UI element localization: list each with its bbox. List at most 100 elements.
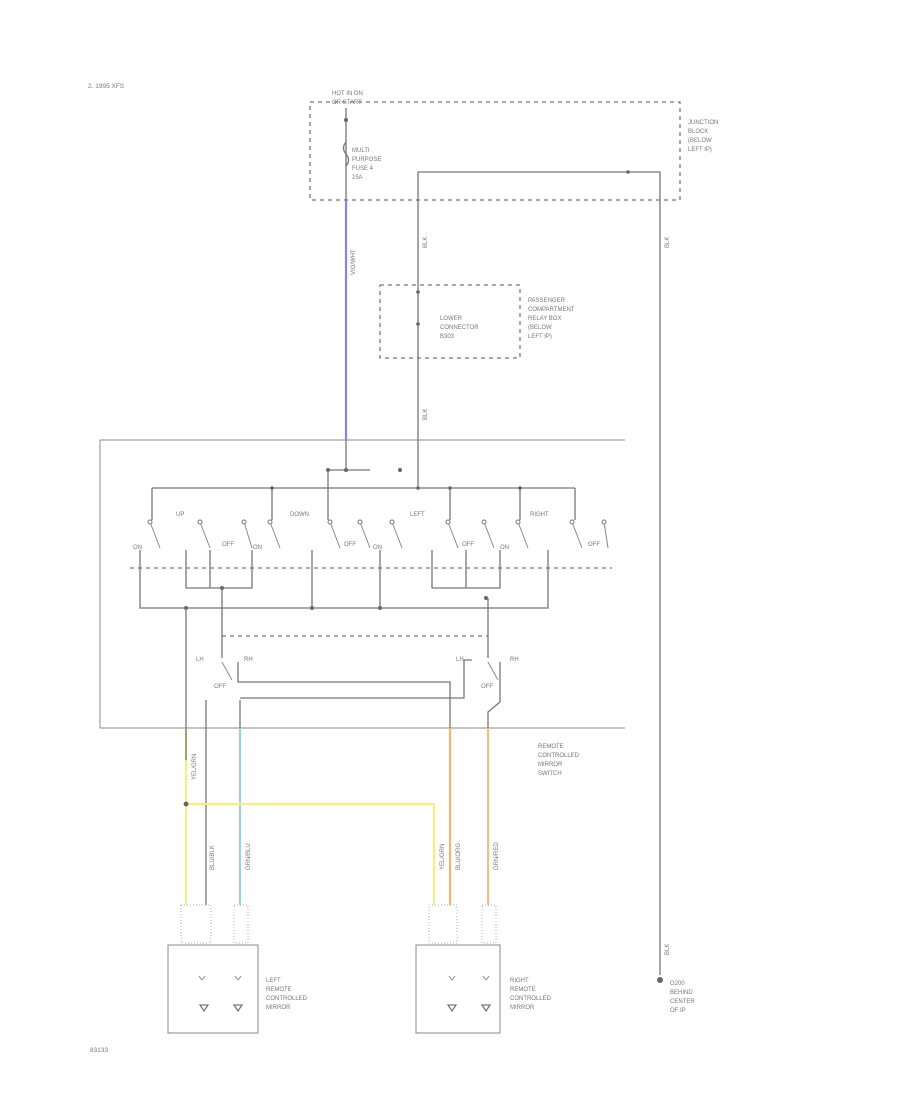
svg-text:REMOTE: REMOTE (510, 987, 536, 993)
connector-ticks (180, 904, 497, 944)
switch-left-label: LEFT (410, 512, 425, 518)
svg-text:(BELOW: (BELOW (688, 138, 712, 144)
svg-text:REMOTE: REMOTE (266, 987, 292, 993)
wire-label-ground-top: BLK (665, 237, 671, 248)
hot-in-on-label-2: OR START (332, 100, 362, 106)
svg-text:JUNCTION: JUNCTION (688, 120, 718, 126)
bus-dot-3 (398, 468, 402, 472)
off-label-1: OFF (222, 542, 234, 548)
svg-text:MIRROR: MIRROR (510, 1005, 535, 1011)
svg-text:BEHIND: BEHIND (670, 990, 693, 996)
lower-connector-outline (379, 284, 521, 359)
svg-text:LEFT IP): LEFT IP) (528, 334, 552, 340)
svg-text:MULTI: MULTI (352, 148, 370, 154)
switch-right-label: RIGHT (530, 512, 549, 518)
junction-block-outline (309, 101, 681, 201)
svg-text:COMPARTMENT: COMPARTMENT (528, 307, 575, 313)
left-mirror-motors (198, 975, 244, 1013)
svg-text:SWITCH: SWITCH (538, 771, 562, 777)
ground-label: G200 BEHIND CENTER OF IP (670, 981, 695, 1014)
svg-text:LOWER: LOWER (440, 316, 463, 322)
svg-text:RIGHT: RIGHT (510, 978, 529, 984)
selector-blade-right (487, 661, 499, 681)
svg-text:BLOCK: BLOCK (688, 129, 708, 135)
left-mirror-box (167, 944, 259, 1034)
hot-in-on-label: HOT IN ON (332, 91, 363, 97)
wire-label-grn-l: GRN/BLU (246, 843, 252, 870)
wire-label-vio: VIO/WHT (351, 249, 357, 275)
svg-text:MIRROR: MIRROR (538, 762, 563, 768)
on-label-2: ON (253, 545, 262, 551)
fuse-top-dot (344, 118, 348, 122)
svg-text:MIRROR: MIRROR (266, 1005, 291, 1011)
right-mirror-box (415, 944, 501, 1034)
right-mirror-motors (446, 975, 492, 1013)
switch-contacts (147, 519, 609, 549)
lh-label-left: LH (196, 657, 204, 663)
lower-connector-label: LOWER CONNECTOR B303 (440, 316, 479, 340)
yellow-splice (183, 801, 189, 807)
wire-label-blu-l: BLU/BLK (210, 845, 216, 870)
fuse-label: MULTI PURPOSE FUSE 4 15A (352, 148, 381, 181)
yellow-crossover-wire (186, 802, 436, 905)
svg-text:CONTROLLED: CONTROLLED (538, 753, 580, 759)
wire-label-grn-r: GRN/RED (494, 842, 500, 870)
relay-connector-dot-1 (416, 290, 420, 294)
svg-text:B303: B303 (440, 334, 455, 340)
selector-cross-wire-1 (237, 662, 451, 728)
left-mirror-label: LEFT REMOTE CONTROLLED MIRROR (266, 978, 308, 1011)
on-label-3: ON (373, 545, 382, 551)
svg-text:REMOTE: REMOTE (538, 744, 564, 750)
selector-right-out (487, 662, 501, 728)
svg-text:(BELOW: (BELOW (528, 325, 552, 331)
svg-text:15A: 15A (352, 175, 363, 181)
header-model: 2. 1995 XFS (88, 83, 125, 90)
svg-text:CONNECTOR: CONNECTOR (440, 325, 479, 331)
mirror-switch-outline (99, 439, 625, 729)
svg-text:CENTER: CENTER (670, 999, 695, 1005)
output-bus (139, 550, 549, 609)
switch-down-label: DOWN (290, 512, 309, 518)
passenger-relay-label: PASSENGER COMPARTMENT RELAY BOX (BELOW L… (528, 298, 575, 340)
on-label-4: ON (500, 545, 509, 551)
wire-label-blk-bottom: BLK (423, 409, 429, 420)
bus-dot-5 (416, 486, 420, 490)
off-label-3: OFF (462, 542, 474, 548)
ground-terminal (657, 977, 663, 983)
wire-label-ground-bottom: BLK (665, 944, 671, 955)
lh-label-right: LH (456, 657, 464, 663)
relay-connector-dot-2 (416, 322, 420, 326)
on-label-1: ON (133, 545, 142, 551)
rh-label-left: RH (244, 657, 253, 663)
svg-text:CONTROLLED: CONTROLLED (266, 996, 308, 1002)
wire-label-blk-top: BLK (423, 237, 429, 248)
mirror-switch-label: REMOTE CONTROLLED MIRROR SWITCH (538, 744, 580, 777)
svg-text:CONTROLLED: CONTROLLED (510, 996, 552, 1002)
junction-block-label: JUNCTION BLOCK (BELOW LEFT IP) (688, 120, 718, 153)
ground-bus-wire (417, 171, 661, 200)
rh-label-right: RH (510, 657, 519, 663)
bus-dot-2 (344, 468, 348, 472)
svg-text:OF IP: OF IP (670, 1008, 686, 1014)
bus-dot-4 (270, 486, 274, 490)
off-label-selector-right: OFF (481, 684, 493, 690)
svg-text:LEFT: LEFT (266, 978, 281, 984)
fuse-symbol (342, 141, 350, 167)
footer-code: 83133 (90, 1047, 108, 1054)
bus-dot-7 (518, 486, 522, 490)
out-dot-4 (378, 606, 382, 610)
svg-text:G200: G200 (670, 981, 685, 987)
selector-cross-wire-2 (240, 659, 472, 699)
left-common-a (185, 550, 253, 589)
right-mirror-label: RIGHT REMOTE CONTROLLED MIRROR (510, 978, 552, 1011)
wire-label-yel-r: YEL/GRN (440, 844, 446, 870)
svg-text:PASSENGER: PASSENGER (528, 298, 566, 304)
svg-text:RELAY BOX: RELAY BOX (528, 316, 561, 322)
out-dot-5 (484, 596, 488, 600)
switch-up-label: UP (176, 512, 184, 518)
svg-text:PURPOSE: PURPOSE (352, 157, 381, 163)
off-label-4: OFF (588, 542, 600, 548)
svg-text:FUSE 4: FUSE 4 (352, 166, 374, 172)
wire-label-blu-r: BLU/ORG (456, 843, 462, 870)
